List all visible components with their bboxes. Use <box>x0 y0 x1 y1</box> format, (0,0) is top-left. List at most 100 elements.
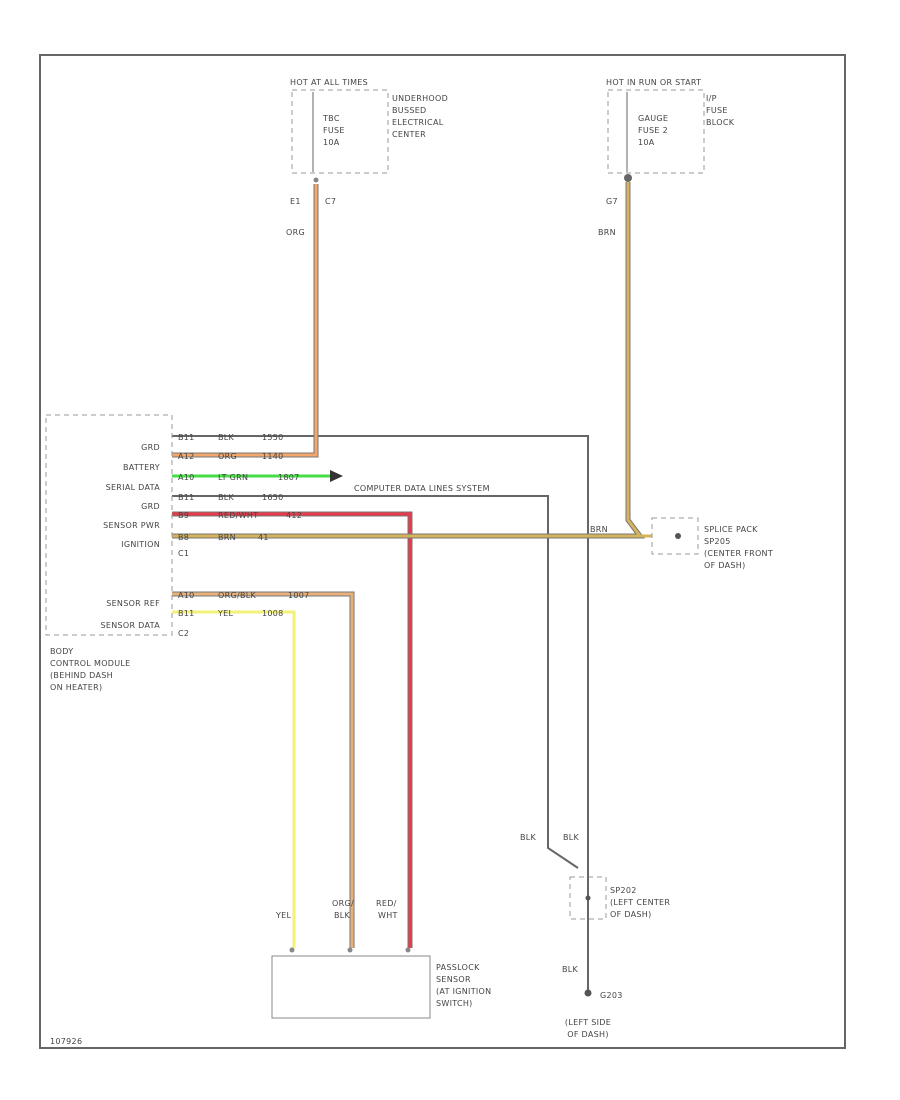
bcm-row-pin: A10 <box>178 591 195 600</box>
wire-red-outline <box>172 511 413 948</box>
fuse-left-rating: 10A <box>323 138 340 147</box>
fuse-right-name: GAUGE <box>638 114 668 123</box>
serial-data-arrow <box>330 470 343 482</box>
bcm-label-ignition: IGNITION <box>121 540 160 549</box>
passlock-sensor: YEL ORG/ BLK RED/ WHT PASSLOCK SENSOR (A… <box>271 899 491 1019</box>
sp202-dot <box>585 895 591 901</box>
splice-pack-wire-color: BRN <box>590 525 608 534</box>
bcm-row-pin: A10 <box>178 473 195 482</box>
bcm-description: CONTROL MODULE <box>50 659 131 668</box>
wire-blk-ground-1 <box>172 435 589 868</box>
wire-org-battery <box>172 184 318 457</box>
bcm-row-color: BRN <box>218 533 236 542</box>
splice-pack-dot <box>675 533 681 539</box>
splice-pack-id: SP205 <box>704 537 731 546</box>
bcm-row-circuit: 1807 <box>278 473 300 482</box>
ground-g203-id: G203 <box>600 991 623 1000</box>
fuse-right-location: FUSE <box>706 106 728 115</box>
fuse-right-location: BLOCK <box>706 118 735 127</box>
splice-pack-box <box>651 517 699 555</box>
fuse-gauge: HOT IN RUN OR START GAUGE FUSE 2 10A I/P… <box>598 78 735 237</box>
bcm-row-circuit: 1007 <box>288 591 310 600</box>
bcm-row-color: BLK <box>218 493 235 502</box>
bcm-connector-c1: C1 <box>178 549 189 558</box>
splice-pack-location: (CENTER FRONT <box>704 549 773 558</box>
sp202-location: OF DASH) <box>610 910 652 919</box>
wire-yel-sensor-data <box>172 610 296 948</box>
fuse-left-header: HOT AT ALL TIMES <box>290 78 368 87</box>
bcm-label-grd-2: GRD <box>141 502 160 511</box>
splice-sp202: BLK BLK SP202 (LEFT CENTER OF DASH) BLK … <box>520 833 670 1039</box>
bcm-row-circuit: 1550 <box>262 433 284 442</box>
ground-g203-location: OF DASH) <box>567 1030 609 1039</box>
computer-data-lines-label: COMPUTER DATA LINES SYSTEM <box>354 484 490 493</box>
bcm-row-color: YEL <box>217 609 234 618</box>
bcm-description: ON HEATER) <box>50 683 102 692</box>
bcm-row-color: ORG/BLK <box>218 591 256 600</box>
fuse-tbc: HOT AT ALL TIMES TBC FUSE 10A UNDERHOOD … <box>286 78 448 237</box>
bcm-label-grd: GRD <box>141 443 160 452</box>
passlock-label: PASSLOCK <box>436 963 480 972</box>
wire-orgblk-sensor-ref <box>172 592 354 948</box>
fuse-right-type: FUSE 2 <box>638 126 668 135</box>
fuse-right-box <box>607 89 705 174</box>
fuse-left-location: BUSSED <box>392 106 427 115</box>
bcm-row-color: RED/WHT <box>218 511 258 520</box>
passlock-wire-yel: YEL <box>275 911 292 920</box>
bcm-row-circuit: 41 <box>258 533 269 542</box>
fuse-left-name: TBC <box>322 114 340 123</box>
bcm-description: BODY <box>50 647 73 656</box>
bcm-box <box>45 414 173 636</box>
bcm-row-circuit: 1008 <box>262 609 284 618</box>
figure-id: 107926 <box>50 1037 82 1046</box>
splice-pack-sp205: BRN SPLICE PACK SP205 (CENTER FRONT OF D… <box>590 517 773 570</box>
body-control-module: GRD BATTERY SERIAL DATA GRD SENSOR PWR I… <box>45 414 310 692</box>
bcm-row-circuit: 1140 <box>262 452 284 461</box>
sp202-location: (LEFT CENTER <box>610 898 670 907</box>
fuse-right-wire-color: BRN <box>598 228 616 237</box>
bcm-row-pin: B11 <box>178 433 195 442</box>
wire-brn-outline <box>172 182 645 539</box>
splice-pack-location: OF DASH) <box>704 561 746 570</box>
sp202-id: SP202 <box>610 886 637 895</box>
bcm-row-pin: B11 <box>178 493 195 502</box>
bcm-label-sensor-data: SENSOR DATA <box>100 621 160 630</box>
bcm-label-sensor-ref: SENSOR REF <box>106 599 160 608</box>
bcm-row-pin: B11 <box>178 609 195 618</box>
fuse-left-pin-e: E1 <box>290 197 301 206</box>
fuse-left-location: UNDERHOOD <box>392 94 448 103</box>
fuse-right-location: I/P <box>706 94 717 103</box>
wire-red-sensor-pwr <box>172 512 412 948</box>
passlock-box <box>271 955 431 1019</box>
passlock-pin <box>405 947 411 953</box>
bcm-row-pin: B9 <box>178 511 189 520</box>
fuse-right-header: HOT IN RUN OR START <box>606 78 701 87</box>
passlock-label: SENSOR <box>436 975 471 984</box>
bcm-label-sensor-pwr: SENSOR PWR <box>103 521 160 530</box>
bcm-row-circuit: 412 <box>286 511 302 520</box>
fuse-left-pin-c: C7 <box>325 197 336 206</box>
passlock-wire-red: WHT <box>378 911 398 920</box>
fuse-right-pin: G7 <box>606 197 618 206</box>
fuse-left-location: CENTER <box>392 130 426 139</box>
bcm-row-color: LT GRN <box>218 473 248 482</box>
fuse-right-connector-dot <box>624 174 632 182</box>
bcm-row-color: ORG <box>218 452 237 461</box>
fuse-left-location: ELECTRICAL <box>392 118 444 127</box>
passlock-location: (AT IGNITION <box>436 987 491 996</box>
sp202-wire-right: BLK <box>563 833 580 842</box>
bcm-row-pin: B8 <box>178 533 189 542</box>
fuse-left-type: FUSE <box>323 126 345 135</box>
passlock-wire-org: ORG/ <box>332 899 354 908</box>
bcm-row-circuit: 1650 <box>262 493 284 502</box>
bcm-label-serial-data: SERIAL DATA <box>106 483 161 492</box>
diagram-frame <box>39 54 846 1049</box>
wire-org-battery-outline <box>172 184 319 458</box>
passlock-wire-org: BLK <box>334 911 351 920</box>
wire-orgblk-outline <box>172 591 355 948</box>
ground-g203-symbol <box>584 989 592 997</box>
wire-blk-ground-2 <box>172 495 579 869</box>
bcm-row-pin: A12 <box>178 452 195 461</box>
g203-wire-color: BLK <box>562 965 579 974</box>
